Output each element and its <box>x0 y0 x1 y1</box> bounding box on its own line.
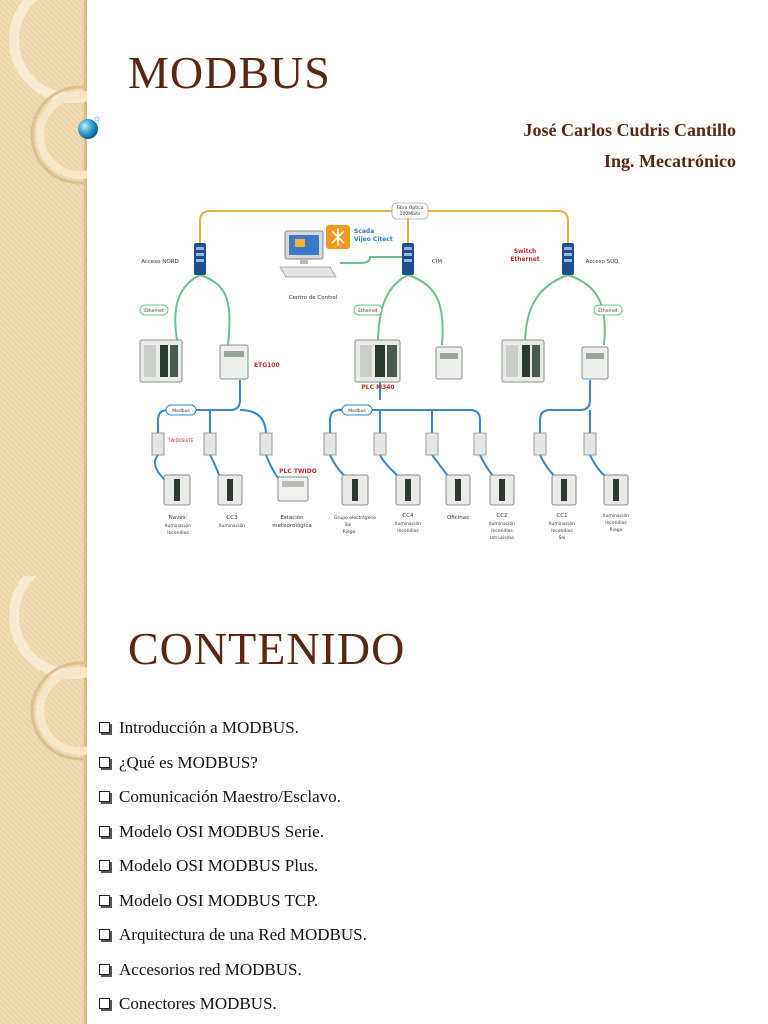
checkbox-bullet-icon <box>99 722 110 733</box>
svg-text:Riego: Riego <box>343 529 356 535</box>
cim-io-device <box>435 346 463 380</box>
label-plc-m340: PLC M340 <box>361 384 394 391</box>
slide-contents: CONTENIDO Introducción a MODBUS. ¿Qué es… <box>0 576 768 1024</box>
svg-text:CC1: CC1 <box>556 513 567 519</box>
ethernet-tag-3: Ethernet <box>593 304 623 316</box>
switch-acceso-norte <box>194 243 206 275</box>
list-item: Modelo OSI MODBUS Serie. <box>97 818 367 853</box>
author-role: Ing. Mecatrónico <box>604 151 736 171</box>
slide-title: MODBUS José Carlos Cudris Cantillo Ing. … <box>0 0 736 576</box>
label-acceso-sud: Acceso SUD <box>586 259 619 265</box>
list-item: Modelo OSI MODBUS Plus. <box>97 852 367 887</box>
svg-text:Iluminación: Iluminación <box>549 520 575 527</box>
svg-text:meteorológica: meteorológica <box>272 522 311 529</box>
svg-text:Incendios: Incendios <box>167 530 189 536</box>
modbus-links <box>154 380 609 481</box>
svg-text:CC2: CC2 <box>496 513 507 519</box>
svg-text:CC3: CC3 <box>226 515 238 521</box>
switch-cim <box>402 243 414 275</box>
label-switch-ethernet-2: Ethernet <box>510 256 540 263</box>
plc-m340-rack <box>354 339 401 383</box>
author-name: José Carlos Cudris Cantillo <box>523 120 736 140</box>
svg-text:Ethernet: Ethernet <box>358 308 378 314</box>
south-io-device <box>581 346 609 380</box>
list-item: Accesorios red MODBUS. <box>97 956 367 991</box>
list-item: ¿Qué es MODBUS? <box>97 749 367 784</box>
label-twidosuite: TWIDOSUITE <box>167 438 194 443</box>
plc-rack-north <box>139 339 183 383</box>
ethernet-tag-1: Ethernet <box>139 304 169 316</box>
svg-text:Iluminación: Iluminación <box>165 522 191 529</box>
svg-text:Iluminación: Iluminación <box>219 522 245 529</box>
svg-text:Modbus: Modbus <box>172 408 190 414</box>
switch-acceso-sud <box>562 243 574 275</box>
modbus-tag-2: Modbus <box>341 404 373 416</box>
checkbox-bullet-icon <box>99 860 110 871</box>
svg-text:Incendios: Incendios <box>491 528 513 534</box>
svg-text:Modbus: Modbus <box>348 408 366 414</box>
svg-text:Iluminación: Iluminación <box>603 512 629 519</box>
modbus-tag-1: Modbus <box>165 404 197 416</box>
label-scada-1: Scada <box>354 228 374 235</box>
list-item: Comunicación Maestro/Esclavo. <box>97 783 367 818</box>
svg-text:Riego: Riego <box>610 527 623 533</box>
checkbox-bullet-icon <box>99 756 110 768</box>
list-item: Modelo OSI MODBUS TCP. <box>97 887 367 922</box>
svg-text:Fibra Óptica: Fibra Óptica <box>396 204 423 211</box>
svg-text:CC4: CC4 <box>402 513 414 519</box>
fiber-optic-backbone <box>199 210 569 253</box>
decorative-side-strip <box>0 0 87 576</box>
label-cim: CIM <box>432 259 442 265</box>
checkbox-bullet-icon <box>99 894 110 906</box>
checkbox-bullet-icon <box>99 963 110 975</box>
label-switch-ethernet-1: Switch <box>514 248 537 255</box>
contents-title: CONTENIDO <box>128 623 406 674</box>
etg100-device <box>219 344 249 380</box>
blue-bubble-icon <box>78 116 100 139</box>
ethernet-tag-2: Ethernet <box>353 304 383 316</box>
checkbox-bullet-icon <box>99 791 110 802</box>
device-captions: Naves: Iluminación Incendios CC3 Ilumina… <box>165 512 629 541</box>
svg-text:100Mbits: 100Mbits <box>400 211 421 217</box>
terminal-devices <box>163 474 629 506</box>
label-acceso-norte: Acceso NORD <box>141 259 179 265</box>
svg-text:Iluminación: Iluminación <box>395 520 421 527</box>
modbus-field-modules <box>151 432 597 456</box>
scada-logo-icon <box>326 225 350 249</box>
svg-text:Incendios: Incendios <box>551 528 573 534</box>
label-centro-control: Centro de Control <box>289 295 338 301</box>
plc-rack-south <box>501 339 545 383</box>
svg-text:Naves:: Naves: <box>169 515 188 521</box>
list-item: Conectores MODBUS. <box>97 990 367 1024</box>
fiber-label: Fibra Óptica 100Mbits <box>391 202 429 220</box>
svg-text:Ethernet: Ethernet <box>598 308 618 314</box>
label-scada-2: Vijeo Citect <box>354 236 393 243</box>
label-etg100: ETG100 <box>254 362 280 369</box>
svg-text:Intrusismo: Intrusismo <box>490 535 514 541</box>
decorative-side-strip <box>0 576 87 1024</box>
svg-text:Incendios: Incendios <box>397 528 419 534</box>
slide-title-text: MODBUS <box>128 47 331 98</box>
control-center-computer-icon <box>279 230 337 278</box>
network-architecture-diagram: Fibra Óptica 100Mbits <box>120 195 640 550</box>
svg-text:Oficinas: Oficinas <box>447 515 469 521</box>
svg-text:Ethernet: Ethernet <box>144 308 164 314</box>
checkbox-bullet-icon <box>99 825 110 837</box>
svg-text:Iluminación: Iluminación <box>489 520 515 527</box>
svg-text:Grupo electrógeno: Grupo electrógeno <box>334 514 376 521</box>
checkbox-bullet-icon <box>99 998 110 1009</box>
list-item: Introducción a MODBUS. <box>97 714 367 749</box>
svg-text:Estación: Estación <box>280 514 304 521</box>
svg-text:Sai: Sai <box>559 535 566 541</box>
ethernet-links <box>174 256 606 346</box>
svg-text:Incendios: Incendios <box>605 520 627 526</box>
contents-list: Introducción a MODBUS. ¿Qué es MODBUS? C… <box>97 714 367 1024</box>
list-item: Arquitectura de una Red MODBUS. <box>97 921 367 956</box>
svg-text:Sai: Sai <box>345 522 352 528</box>
label-plc-twido: PLC TWIDO <box>279 468 317 475</box>
checkbox-bullet-icon <box>99 929 110 940</box>
